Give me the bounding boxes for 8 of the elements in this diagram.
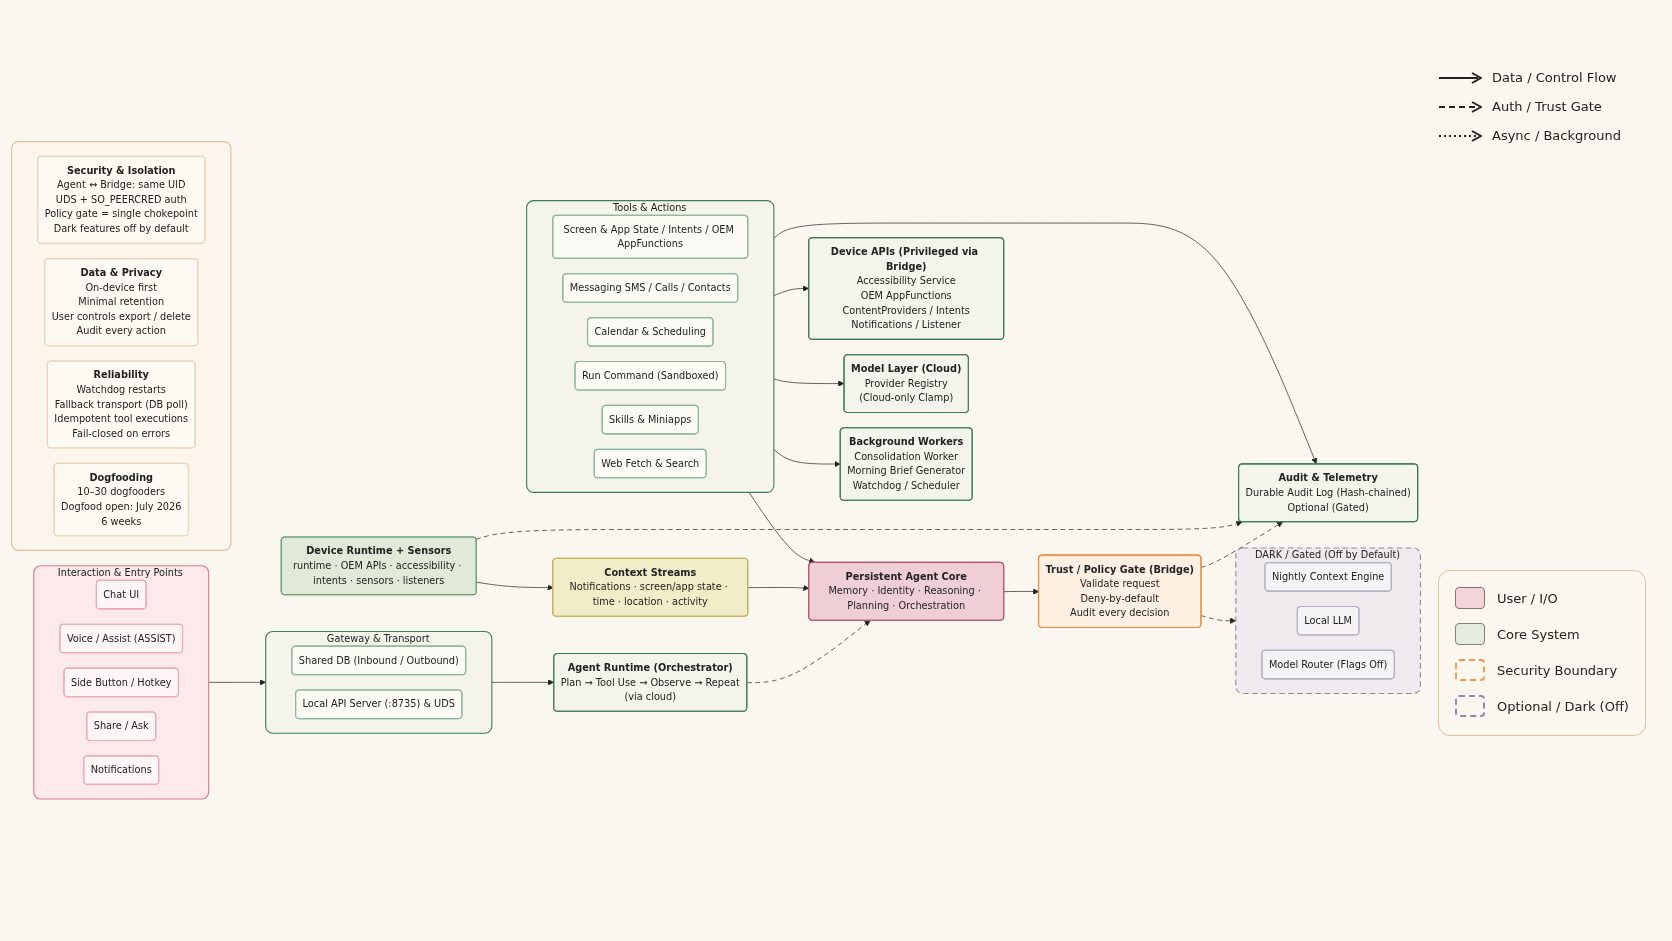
legend-label: Optional / Dark (Off) <box>1497 698 1629 714</box>
legend-label: Security Boundary <box>1497 662 1618 678</box>
cluster <box>11 141 232 552</box>
legend-label: Data / Control Flow <box>1492 70 1617 85</box>
legend-label: User / I/O <box>1497 590 1558 606</box>
legend-label: Core System <box>1497 626 1580 642</box>
legend-label: Auth / Trust Gate <box>1492 99 1602 114</box>
legend-label: Async / Background <box>1492 128 1621 143</box>
